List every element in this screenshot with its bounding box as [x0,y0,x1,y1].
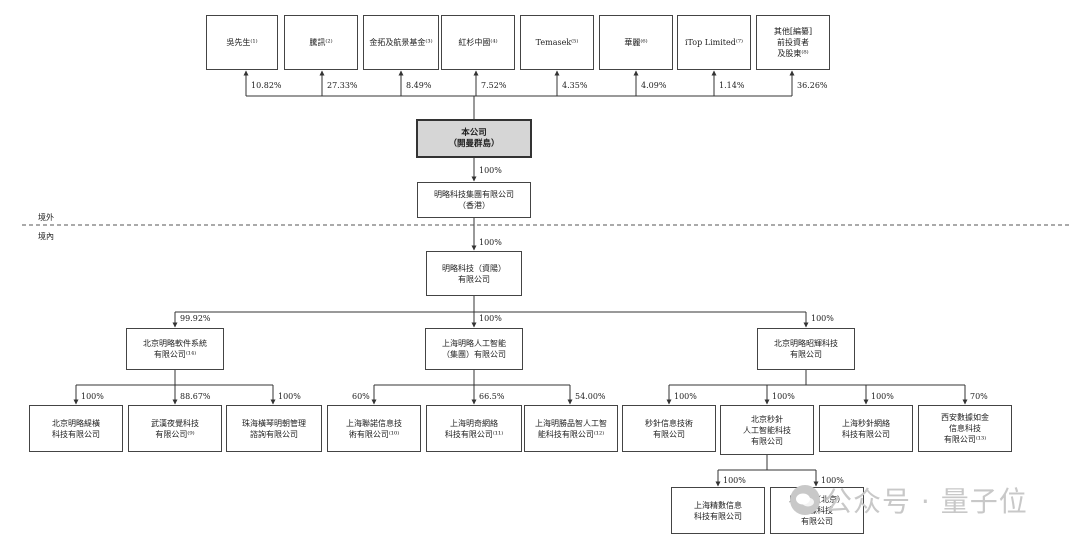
shareholder-temasek: Temasek⁽⁵⁾ [520,15,594,70]
pct-sh-miaozhen: 100% [871,392,894,401]
pct-tencent: 27.33% [327,81,358,90]
pct-temasek: 4.35% [562,81,588,90]
pct-hk: 100% [479,166,502,175]
pct-ziyang: 100% [479,238,502,247]
bj-software-box: 北京明略軟件系統 有限公司⁽¹⁴⁾ [126,328,224,370]
company-box: 本公司 （開曼群島） [416,119,532,158]
pct-sh-mingqi: 66.5% [479,392,505,401]
pct-bj-tiheng: 100% [81,392,104,401]
pct-bj-software: 99.92% [180,314,211,323]
pct-sh-jingshu: 100% [723,476,746,485]
onshore-label: 境內 [38,232,54,241]
shareholder-sequoia: 紅杉中國⁽⁴⁾ [441,15,515,70]
zh-hengqin-box: 珠海橫琴明朝管理 諮詢有限公司 [226,405,322,452]
sh-jingshu-box: 上海精數信息 科技有限公司 [671,487,765,534]
pct-sh-lianhe: 60% [352,392,370,401]
pct-huali: 4.09% [641,81,667,90]
miao-bj-box: 思悅科（北京） 數據科技 有限公司 [770,487,864,534]
sh-miaozhen-box: 上海秒針網絡 科技有限公司 [819,405,913,452]
sh-ai-box: 上海明略人工智能 （集團）有限公司 [425,328,523,370]
sh-mingqi-box: 上海明奇網絡 科技有限公司⁽¹¹⁾ [426,405,522,452]
pct-others: 36.26% [797,81,828,90]
pct-jintuo: 8.49% [406,81,432,90]
miaozhen-info-box: 秒針信息技術 有限公司 [622,405,716,452]
pct-miaozhen-info: 100% [674,392,697,401]
wechat-logo-icon [790,485,820,515]
shareholder-huali: 華麗⁽⁶⁾ [599,15,673,70]
shareholder-wu: 吳先生⁽¹⁾ [206,15,278,70]
sh-shengpin-box: 上海明勝品智人工智 能科技有限公司⁽¹²⁾ [524,405,618,452]
shareholder-tencent: 騰訊⁽²⁾ [284,15,358,70]
sh-lianhe-box: 上海聯諾信息技 術有限公司⁽¹⁰⁾ [327,405,421,452]
pct-itop: 1.14% [719,81,745,90]
bj-zhaohui-box: 北京明略昭輝科技 有限公司 [757,328,855,370]
hk-company-box: 明略科技集團有限公司 （香港） [417,182,531,218]
shareholder-jintuo: 金拓及航景基金⁽³⁾ [363,15,439,70]
shareholder-itop: iTop Limited⁽⁷⁾ [677,15,751,70]
watermark: 公众号 · 量子位 [790,480,1028,520]
pct-miao-bj: 100% [821,476,844,485]
bj-tiheng-box: 北京明略緹橫 科技有限公司 [29,405,123,452]
wh-yejue-box: 武漢夜覺科技 有限公司⁽⁹⁾ [128,405,222,452]
pct-sequoia: 7.52% [481,81,507,90]
pct-bj-zhaohui: 100% [811,314,834,323]
offshore-label: 境外 [38,213,54,222]
ziyang-company-box: 明略科技（資陽） 有限公司 [426,251,522,296]
bj-miaozhen-box: 北京秒針 人工智能科技 有限公司 [720,405,814,455]
pct-wu: 10.82% [251,81,282,90]
shareholder-others: 其他[編纂] 前投資者 及股東⁽⁸⁾ [756,15,830,70]
pct-wh-yejue: 88.67% [180,392,211,401]
xa-shujia-box: 西安數據如金 信息科技 有限公司⁽¹³⁾ [918,405,1012,452]
pct-sh-shengpin: 54.00% [575,392,606,401]
pct-xa-shujia: 70% [970,392,988,401]
pct-bj-miaozhen: 100% [772,392,795,401]
pct-sh-ai: 100% [479,314,502,323]
pct-zh-hengqin: 100% [278,392,301,401]
watermark-text: 公众号 · 量子位 [824,485,1028,518]
